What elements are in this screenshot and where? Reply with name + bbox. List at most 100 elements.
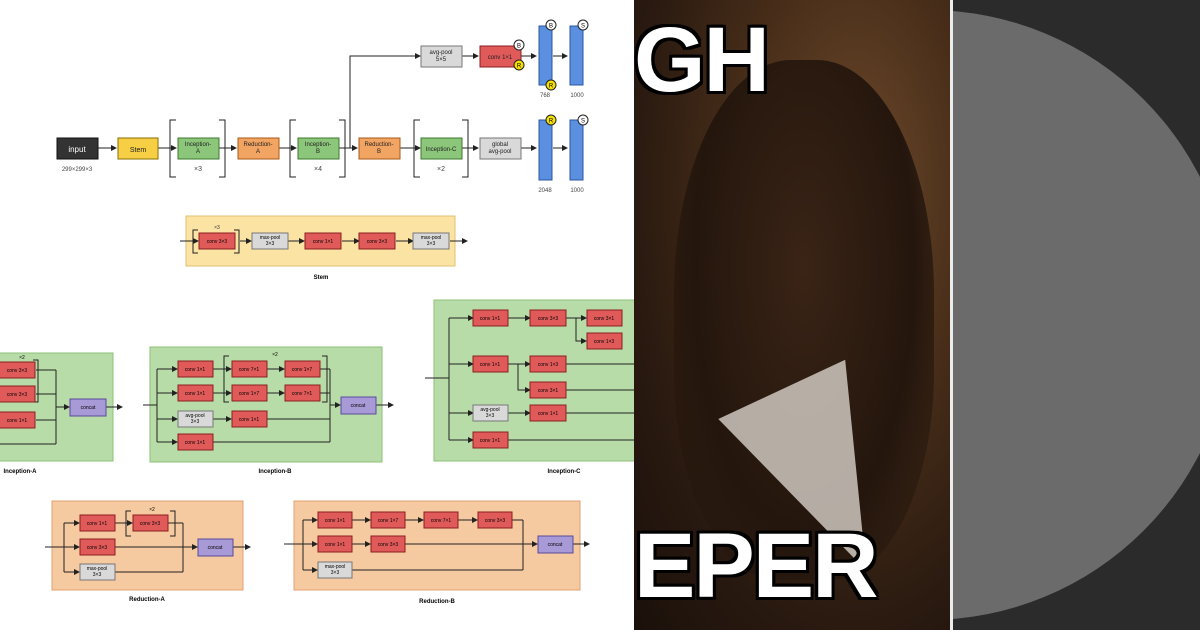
reduction-a-mult-inner: ×2 xyxy=(149,507,155,513)
stem-node: Stem xyxy=(117,137,159,160)
reduction-b-block-label: conv 1×7 xyxy=(378,518,399,524)
stem-block xyxy=(358,232,396,250)
inception-b-block xyxy=(231,410,268,428)
stem-block-label: conv 3×3 xyxy=(207,239,228,245)
inception-c-block-label: conv 1×1 xyxy=(480,362,501,368)
meme-caption-top: GH xyxy=(634,9,770,111)
reduction-b-block-label: conv 3×3 xyxy=(378,542,399,548)
diagram-svg: input 299×299×3 Stem Inception-A ×3 Redu… xyxy=(0,19,634,605)
badge-r-768: R xyxy=(545,79,557,91)
inception-a-mult-inner: ×2 xyxy=(19,355,25,361)
svg-text:S: S xyxy=(581,119,585,125)
inception-c-block xyxy=(472,431,509,449)
disc-panel xyxy=(953,0,1200,630)
inception-a-block xyxy=(0,385,36,403)
inception-c-block xyxy=(529,309,567,327)
inception-b-block-label: conv 7×1 xyxy=(292,391,313,397)
inception-b-block-label: conv 1×1 xyxy=(239,417,260,423)
inception-c-block-label: conv 3×3 xyxy=(538,316,559,322)
inception-b-block xyxy=(177,433,214,451)
svg-text:R: R xyxy=(549,84,554,90)
fc-1000a-bar xyxy=(569,25,584,86)
inception-b-block-label: conv 1×7 xyxy=(239,391,260,397)
svg-text:R: R xyxy=(549,119,554,125)
reduction-a-block-label: conv 3×3 xyxy=(87,545,108,551)
reduction-a-block xyxy=(79,514,116,532)
svg-text:B: B xyxy=(549,24,553,30)
stem-block xyxy=(251,232,289,250)
stem-block xyxy=(412,232,450,250)
reduction-b-block xyxy=(370,511,406,529)
reduction-a-node-label: Reduction-A xyxy=(243,142,272,155)
inception-b-block xyxy=(177,410,214,428)
inception-a-concat xyxy=(69,398,107,417)
meme-photo: GH EPER xyxy=(634,0,950,630)
inception-c-block-label: conv 1×1 xyxy=(538,411,559,417)
aux-conv-node: conv 1×1 xyxy=(479,45,522,68)
inception-a-node: Inception-A xyxy=(177,137,220,160)
badge-r-aux: R xyxy=(513,59,525,71)
reduction-b-block xyxy=(423,511,459,529)
input-shape: 299×299×3 xyxy=(62,167,93,173)
reduction-b-node-label: Reduction-B xyxy=(364,142,393,155)
inception-b-node-label: Inception-B xyxy=(305,142,331,155)
inception-b-block xyxy=(231,384,268,402)
input-node: input xyxy=(56,137,99,160)
inception-b-block xyxy=(284,384,321,402)
fc-1000b-bar xyxy=(569,119,584,181)
reduction-a-concat-label: concat xyxy=(208,545,223,551)
inception-b-block xyxy=(177,360,214,378)
reduction-b-node: Reduction-B xyxy=(358,137,401,160)
inception-c-block xyxy=(529,381,567,399)
input-label: input xyxy=(68,145,86,154)
inception-c-node: Inception-C xyxy=(420,137,463,160)
reduction-a-block-label: conv 1×1 xyxy=(87,521,108,527)
inception-b-mult: ×4 xyxy=(314,166,322,173)
inception-a-concat-label: concat xyxy=(81,405,96,411)
inception-b-block-label: conv 1×1 xyxy=(185,367,206,373)
face-shadow xyxy=(674,60,934,580)
inception-b-block-label: conv 1×7 xyxy=(292,367,313,373)
inception-a-block xyxy=(0,411,36,429)
badge-s-bottom: S xyxy=(577,114,589,126)
inception-c-module: conv 1×1 conv 3×3 conv 3×1 conv 1×3 conv… xyxy=(425,299,634,462)
reduction-b-block-label: conv 1×1 xyxy=(325,542,346,548)
inception-c-block-label: conv 3×1 xyxy=(538,388,559,394)
reduction-a-block xyxy=(79,563,116,581)
inception-c-mult: ×2 xyxy=(437,166,445,173)
inception-b-block-label: conv 1×1 xyxy=(185,440,206,446)
inception-b-concat-label: concat xyxy=(351,403,366,409)
inception-c-block-label: conv 1×3 xyxy=(538,362,559,368)
fc-1000b-label: 1000 xyxy=(570,188,584,194)
inception-b-module: ×2 conv 1×1 conv 7×1 conv 1×7 conv 1×1 c… xyxy=(143,346,394,463)
gray-disc xyxy=(953,10,1200,620)
stem-block xyxy=(304,232,342,250)
reduction-b-block xyxy=(370,535,406,553)
svg-text:S: S xyxy=(581,24,585,30)
inception-b-block-label: conv 1×1 xyxy=(185,391,206,397)
inception-b-block xyxy=(177,384,214,402)
reduction-a-block xyxy=(132,514,169,532)
inception-a-node-label: Inception-A xyxy=(185,142,211,155)
inception-a-module: ×2 conv 3×3 conv 3×3 conv 1×1 concat xyxy=(0,352,123,462)
inception-c-node-label: Inception-C xyxy=(426,147,457,153)
badge-b-top: B xyxy=(545,19,557,31)
inception-a-mult: ×3 xyxy=(194,166,202,173)
reduction-b-block xyxy=(317,561,353,579)
reduction-a-block-label: conv 3×3 xyxy=(140,521,161,527)
reduction-b-concat-label: concat xyxy=(548,542,563,548)
reduction-b-block-label: conv 1×1 xyxy=(325,518,346,524)
meme-caption-bottom: EPER xyxy=(634,515,879,617)
inception-b-mult-inner: ×2 xyxy=(272,352,278,358)
main-network xyxy=(98,53,568,178)
reduction-b-concat xyxy=(537,535,574,554)
reduction-a-node: Reduction-A xyxy=(237,137,280,160)
fc-2048-label: 2048 xyxy=(538,188,552,194)
inception-b-block-label: conv 7×1 xyxy=(239,367,260,373)
